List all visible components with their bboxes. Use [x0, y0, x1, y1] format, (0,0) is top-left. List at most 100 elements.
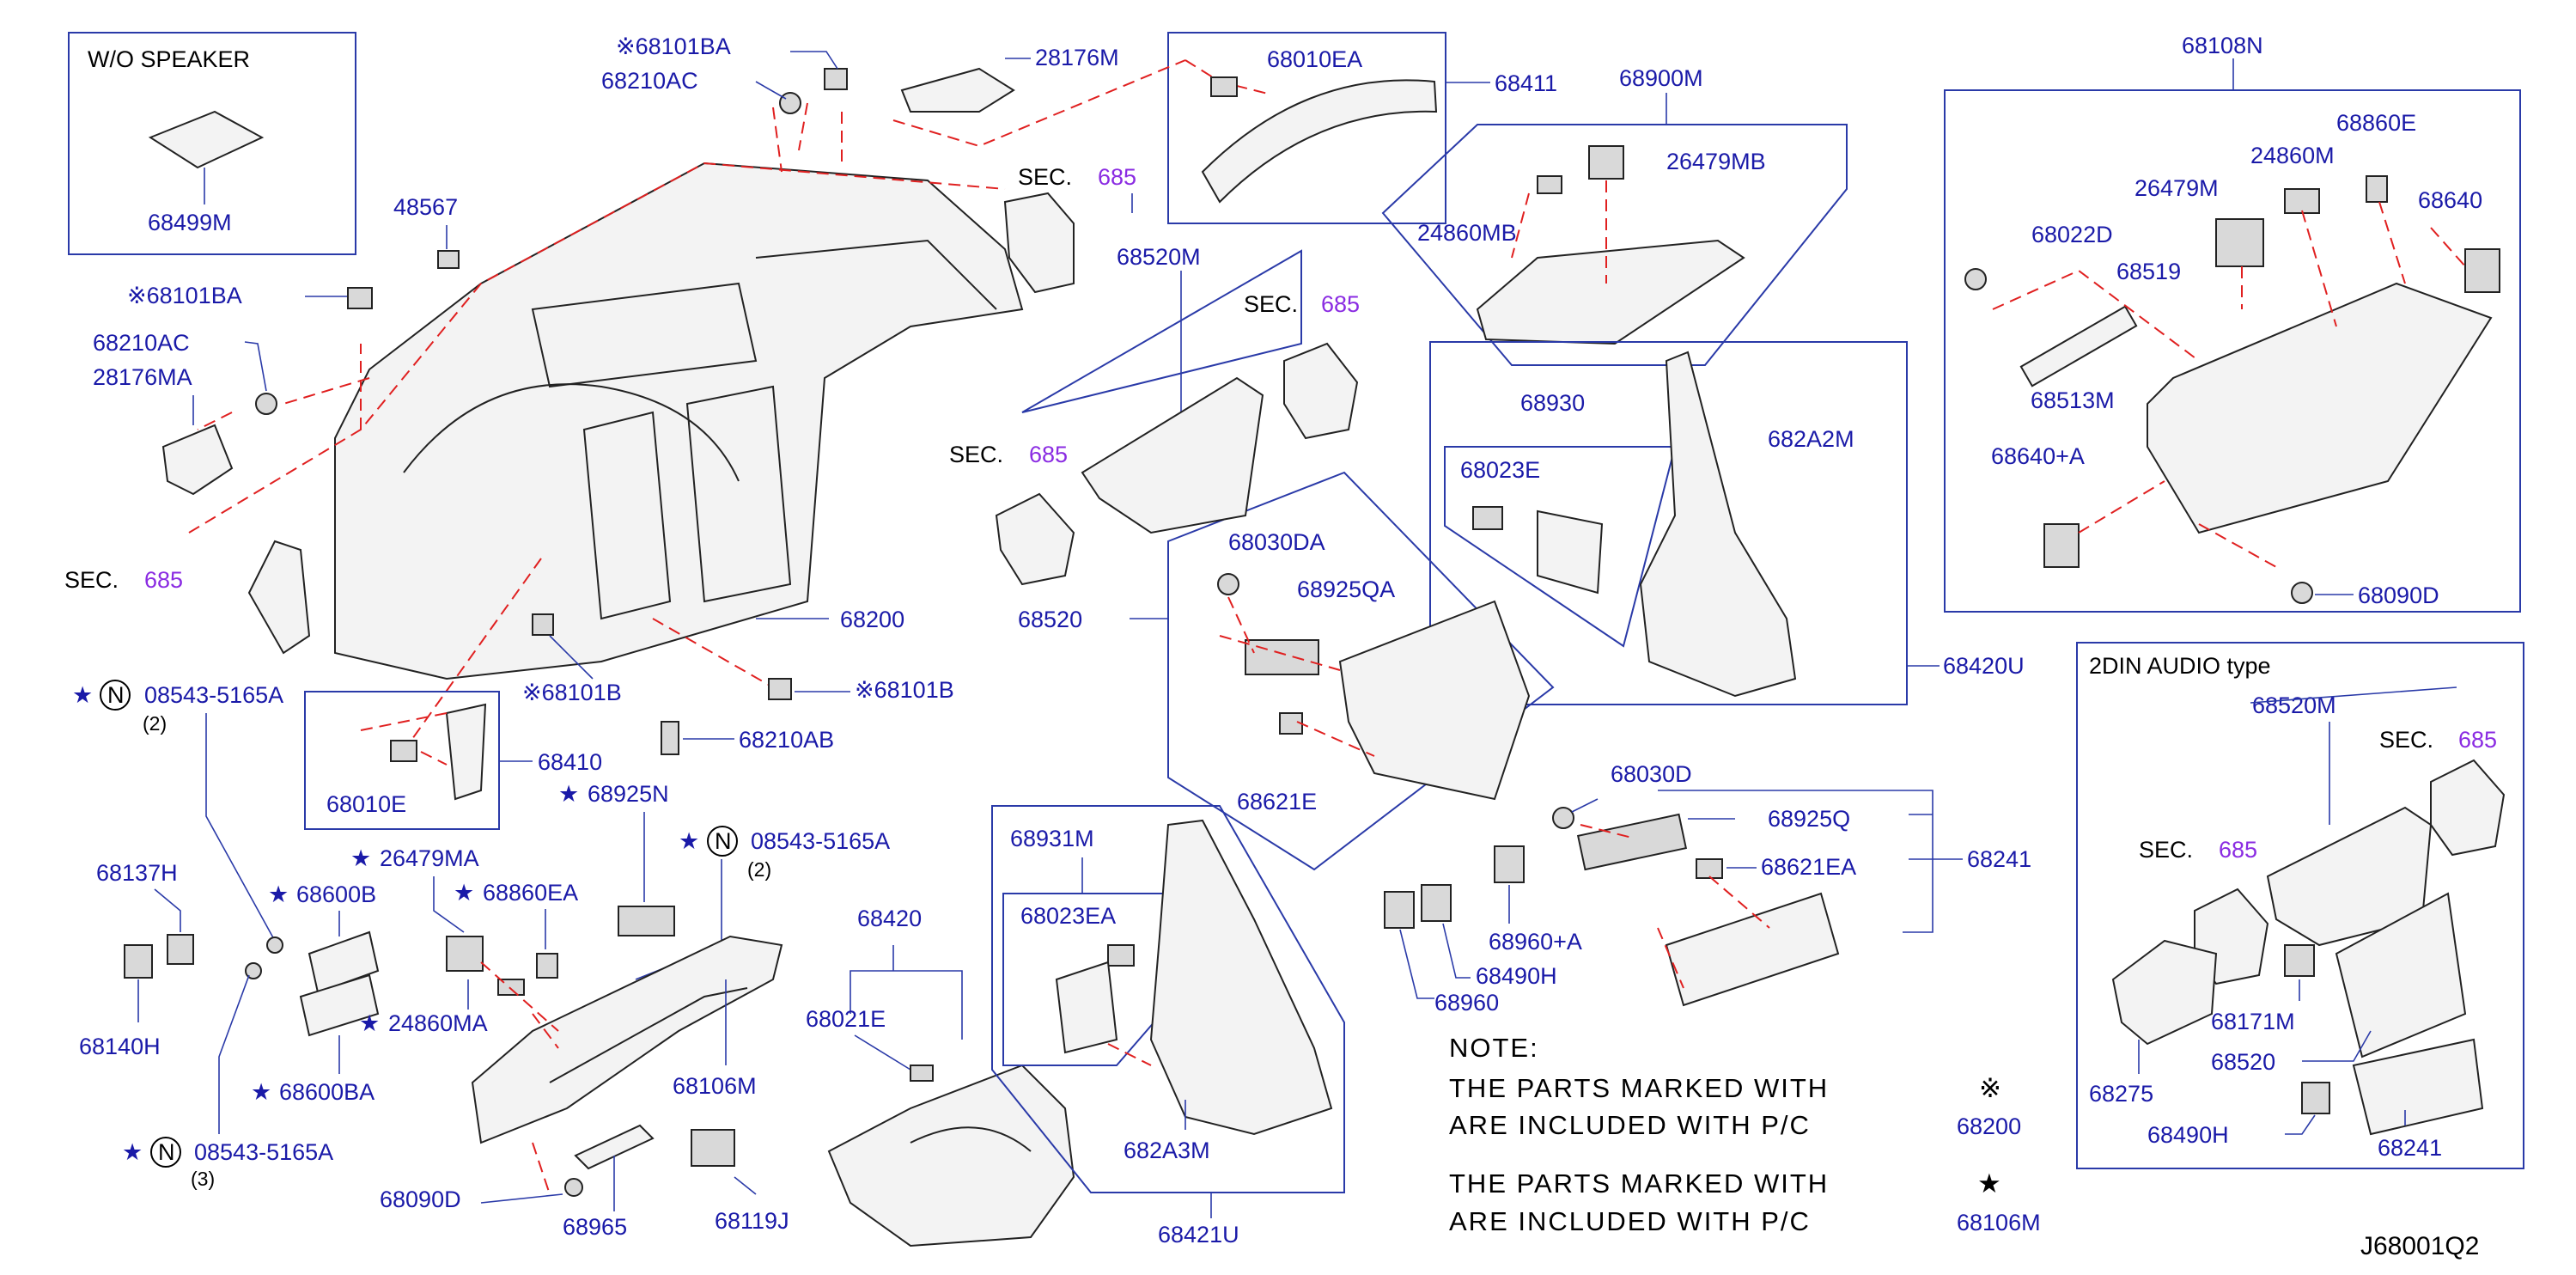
dash-line	[1580, 824, 1770, 989]
part-label-68600BA[interactable]: 68600BA	[279, 1079, 375, 1105]
part-label-68171M[interactable]: 68171M	[2211, 1009, 2295, 1034]
part-label-08543-5165A-3[interactable]: 08543-5165A	[194, 1139, 333, 1165]
leader	[2302, 1030, 2372, 1062]
part-label-68931M[interactable]: 68931M	[1010, 826, 1094, 851]
part-label-68210AB[interactable]: 68210AB	[739, 727, 834, 753]
part-label-68520[interactable]: 68520	[1018, 607, 1082, 632]
part-label-68900M[interactable]: 68900M	[1619, 65, 1703, 91]
part-label-68519[interactable]: 68519	[2116, 259, 2181, 284]
part-68931M	[1055, 961, 1118, 1054]
sec-685-ref-b[interactable]: SEC. 685	[949, 442, 1068, 467]
note-ref-68200[interactable]: 68200	[1957, 1113, 2021, 1139]
dash-line	[1107, 1043, 1152, 1066]
sec-685-ref-a[interactable]: SEC. 685	[1244, 291, 1360, 317]
part-label-68621E[interactable]: 68621E	[1237, 789, 1317, 814]
part-label-26479MB[interactable]: 26479MB	[1666, 149, 1766, 174]
clip-part	[768, 678, 792, 700]
part-label-68241[interactable]: 68241	[1967, 846, 2031, 872]
part-label-26479MA[interactable]: 26479MA	[380, 845, 479, 871]
part-label-68411[interactable]: 68411	[1495, 70, 1557, 96]
part-label-68101BA-top[interactable]: ※68101BA	[616, 34, 731, 59]
part-label-68925QA[interactable]: 68925QA	[1297, 576, 1395, 602]
part-label-08543-5165A-1[interactable]: 08543-5165A	[144, 682, 283, 708]
part-label-68520M-2din[interactable]: 68520M	[2252, 692, 2336, 718]
part-label-48567[interactable]: 48567	[393, 194, 458, 220]
part-label-68640A[interactable]: 68640+A	[1991, 443, 2085, 469]
part-label-68860E[interactable]: 68860E	[2336, 110, 2416, 136]
dash-line	[1992, 201, 2466, 568]
wo-speaker-title: W/O SPEAKER	[88, 46, 250, 72]
part-label-68925N[interactable]: 68925N	[588, 781, 669, 807]
part-label-68640[interactable]: 68640	[2418, 187, 2482, 213]
part-label-68490H[interactable]: 68490H	[1476, 963, 1557, 989]
sec-num: 685	[144, 567, 183, 593]
part-label-24860M[interactable]: 24860M	[2250, 143, 2335, 168]
part-label-68420[interactable]: 68420	[857, 906, 922, 931]
part-682A3M	[1149, 819, 1333, 1136]
part-label-68140H[interactable]: 68140H	[79, 1034, 161, 1059]
part-label-68210AC-top[interactable]: 68210AC	[601, 68, 698, 94]
part-label-68499M[interactable]: 68499M	[148, 210, 232, 235]
part-label-68030D[interactable]: 68030D	[1611, 761, 1692, 787]
part-label-68960A[interactable]: 68960+A	[1489, 929, 1582, 955]
part-label-68137H[interactable]: 68137H	[96, 860, 178, 886]
n-circle	[150, 1137, 181, 1168]
part-label-68925Q[interactable]: 68925Q	[1768, 806, 1850, 832]
sec-685-ref-c[interactable]: SEC. 685	[1018, 164, 1136, 190]
part-label-68108N[interactable]: 68108N	[2182, 33, 2263, 58]
sec-685-ref-e[interactable]: SEC. 685	[2379, 727, 2497, 753]
part-label-68490H-2din[interactable]: 68490H	[2147, 1122, 2229, 1148]
part-label-68210AC-left[interactable]: 68210AC	[93, 330, 190, 356]
part-label-68021E[interactable]: 68021E	[806, 1006, 886, 1032]
part-label-68241-2din[interactable]: 68241	[2378, 1135, 2442, 1161]
part-label-68860EA[interactable]: 68860EA	[483, 880, 578, 906]
part-label-68420U[interactable]: 68420U	[1943, 653, 2025, 679]
part-label-68106M[interactable]: 68106M	[673, 1073, 757, 1099]
part-label-68520-2din[interactable]: 68520	[2211, 1049, 2275, 1075]
part-label-68275[interactable]: 68275	[2089, 1081, 2153, 1107]
part-label-28176MA[interactable]: 28176MA	[93, 364, 192, 390]
part-68090D	[2291, 582, 2313, 604]
part-label-68030DA[interactable]: 68030DA	[1228, 529, 1325, 555]
part-label-68410[interactable]: 68410	[538, 749, 602, 775]
part-label-68010EA[interactable]: 68010EA	[1267, 46, 1362, 72]
part-label-68421U[interactable]: 68421U	[1158, 1222, 1239, 1248]
note-mark-2: ★	[1977, 1168, 2003, 1199]
panel-contour	[403, 383, 740, 482]
part-label-68930[interactable]: 68930	[1520, 390, 1585, 416]
glove-box-part	[2147, 282, 2493, 534]
part-label-68023E[interactable]: 68023E	[1460, 457, 1540, 483]
part-label-68090D-left[interactable]: 68090D	[380, 1187, 461, 1212]
part-label-68513M[interactable]: 68513M	[2031, 387, 2115, 413]
part-label-68101BA-left[interactable]: ※68101BA	[127, 283, 242, 308]
part-label-682A3M[interactable]: 682A3M	[1124, 1138, 1210, 1163]
note-ref-68106M[interactable]: 68106M	[1957, 1210, 2041, 1235]
sec-685-ref-d[interactable]: SEC. 685	[64, 567, 183, 593]
part-label-68101B-a[interactable]: ※68101B	[522, 680, 622, 705]
part-label-68200[interactable]: 68200	[840, 607, 904, 632]
panel-contour	[755, 239, 997, 310]
part-label-24860MA[interactable]: 24860MA	[388, 1010, 488, 1036]
part-label-08543-5165A-2[interactable]: 08543-5165A	[751, 828, 890, 854]
part-24860MA	[497, 979, 525, 996]
part-label-682A2M[interactable]: 682A2M	[1768, 426, 1854, 452]
dash-line	[772, 102, 843, 173]
part-label-26479M[interactable]: 26479M	[2134, 175, 2219, 201]
part-label-68600B[interactable]: 68600B	[296, 882, 376, 907]
part-label-68119J[interactable]: 68119J	[715, 1208, 789, 1234]
sec-685-ref-f[interactable]: SEC. 685	[2139, 837, 2257, 863]
part-label-68023EA[interactable]: 68023EA	[1020, 903, 1116, 929]
part-label-68022D[interactable]: 68022D	[2031, 222, 2113, 247]
part-label-68960[interactable]: 68960	[1434, 990, 1499, 1016]
part-label-68010E[interactable]: 68010E	[326, 791, 406, 817]
part-label-68520M[interactable]: 68520M	[1117, 244, 1201, 270]
part-label-68090D-right[interactable]: 68090D	[2358, 583, 2439, 608]
part-68925QA	[1245, 639, 1319, 675]
part-label-68101B-b[interactable]: ※68101B	[855, 677, 954, 703]
clip-part	[347, 287, 373, 309]
part-label-68965[interactable]: 68965	[563, 1214, 627, 1240]
part-label-68621EA[interactable]: 68621EA	[1761, 854, 1856, 880]
part-label-28176M[interactable]: 28176M	[1035, 45, 1119, 70]
part-label-24860MB[interactable]: 24860MB	[1417, 220, 1517, 246]
screw-part	[779, 92, 801, 114]
